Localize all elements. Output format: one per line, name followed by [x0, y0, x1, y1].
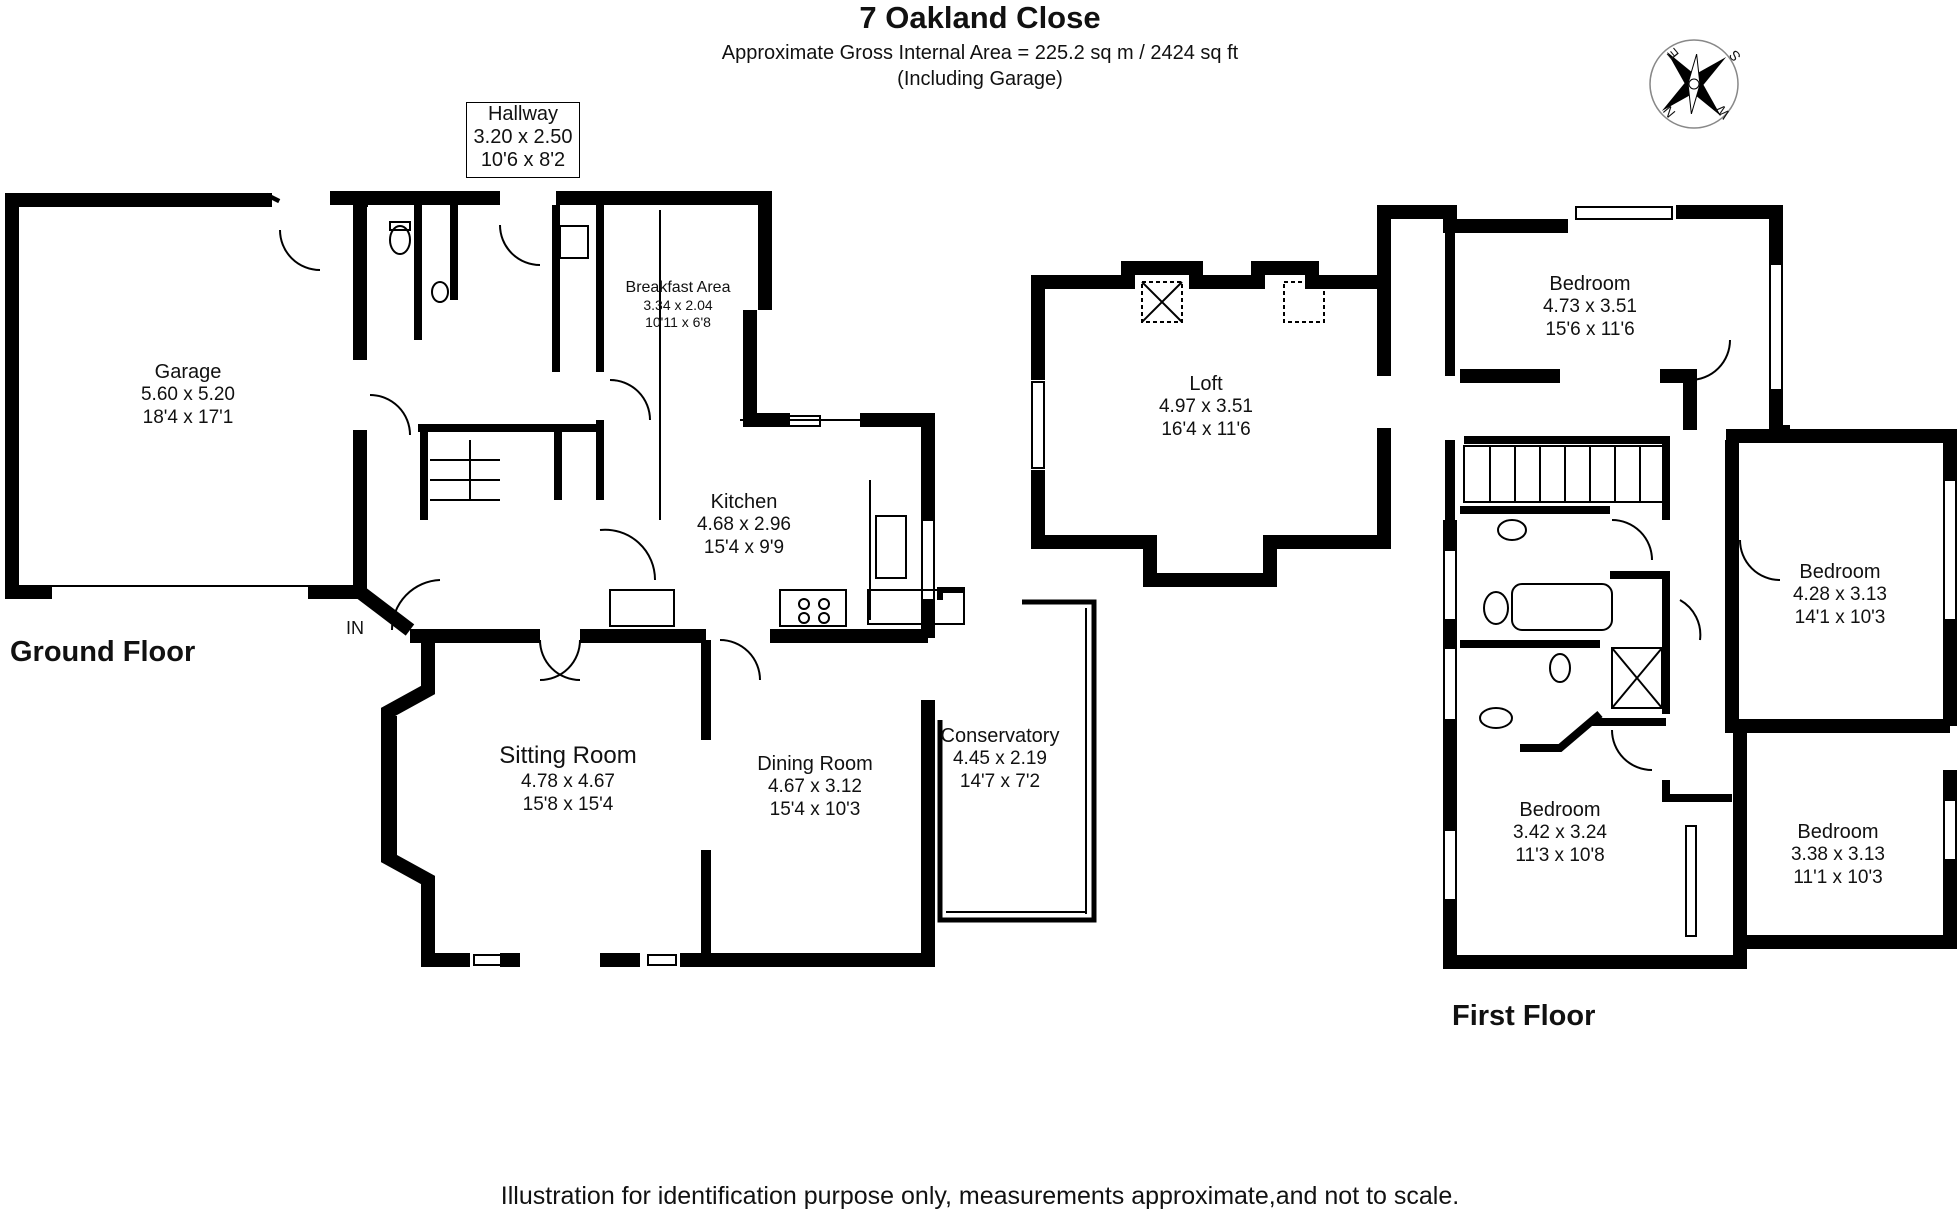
room-bedroom-3: Bedroom 3.42 x 3.24 11'3 x 10'8	[1490, 798, 1630, 868]
room-name: Kitchen	[710, 491, 778, 513]
room-loft: Loft 4.97 x 3.51 16'4 x 11'6	[1136, 372, 1276, 442]
room-name: Loft	[1189, 373, 1223, 395]
room-metric: 4.73 x 3.51	[1542, 296, 1638, 317]
room-name: Bedroom	[1549, 273, 1631, 295]
room-metric: 4.68 x 2.96	[696, 514, 792, 535]
room-name: Breakfast Area	[625, 279, 731, 296]
area-note: (Including Garage)	[897, 68, 1063, 90]
room-imperial: 15'8 x 15'4	[522, 793, 614, 815]
first-floor-thin-lines	[1031, 206, 1957, 937]
room-imperial: 15'4 x 10'3	[769, 798, 861, 820]
room-imperial: 10'11 x 6'8	[645, 313, 711, 330]
property-title: 7 Oakland Close	[859, 0, 1101, 35]
ground-floor-label: Ground Floor	[10, 636, 196, 668]
room-metric: 4.97 x 3.51	[1158, 396, 1254, 417]
room-sitting-room: Sitting Room 4.78 x 4.67 15'8 x 15'4	[478, 742, 658, 816]
room-imperial: 11'1 x 10'3	[1793, 866, 1883, 888]
room-metric: 4.45 x 2.19	[952, 748, 1048, 769]
room-name: Hallway	[487, 103, 559, 125]
room-conservatory: Conservatory 4.45 x 2.19 14'7 x 7'2	[930, 724, 1070, 794]
room-imperial: 15'6 x 11'6	[1545, 318, 1635, 340]
room-imperial: 14'1 x 10'3	[1794, 606, 1886, 628]
room-bedroom-1: Bedroom 4.73 x 3.51 15'6 x 11'6	[1520, 272, 1660, 342]
room-imperial: 14'7 x 7'2	[959, 770, 1041, 792]
first-floor-walls	[1031, 205, 1957, 969]
room-name: Bedroom	[1799, 561, 1881, 583]
room-imperial: 11'3 x 10'8	[1515, 844, 1605, 866]
entrance-label: IN	[346, 618, 364, 638]
room-bedroom-4: Bedroom 3.38 x 3.13 11'1 x 10'3	[1768, 820, 1908, 890]
room-imperial: 10'6 x 8'2	[480, 149, 566, 171]
room-name: Sitting Room	[499, 742, 637, 769]
room-name: Conservatory	[940, 725, 1060, 747]
ground-floor-walls	[5, 191, 1097, 967]
room-breakfast-area: Breakfast Area 3.34 x 2.04 10'11 x 6'8	[608, 278, 748, 331]
room-metric: 3.34 x 2.04	[643, 297, 713, 314]
gross-area-text: Approximate Gross Internal Area = 225.2 …	[721, 42, 1239, 64]
room-imperial: 18'4 x 17'1	[142, 406, 234, 428]
hallway-label: Hallway 3.20 x 2.50 10'6 x 8'2	[466, 102, 580, 178]
room-metric: 3.42 x 3.24	[1512, 822, 1608, 843]
room-name: Bedroom	[1797, 821, 1879, 843]
disclaimer: Illustration for identification purpose …	[500, 1182, 1460, 1210]
first-floor-label: First Floor	[1452, 1000, 1596, 1032]
room-metric: 4.78 x 4.67	[520, 770, 616, 792]
room-garage: Garage 5.60 x 5.20 18'4 x 17'1	[128, 360, 248, 430]
room-metric: 3.38 x 3.13	[1790, 844, 1886, 865]
room-name: Dining Room	[757, 753, 873, 775]
ground-floor-thin-lines	[12, 193, 1087, 966]
room-metric: 5.60 x 5.20	[140, 384, 236, 405]
room-name: Bedroom	[1519, 799, 1601, 821]
room-name: Garage	[154, 361, 222, 383]
room-bedroom-2: Bedroom 4.28 x 3.13 14'1 x 10'3	[1770, 560, 1910, 630]
room-imperial: 15'4 x 9'9	[703, 536, 785, 558]
compass-rose	[1649, 39, 1739, 129]
room-metric: 4.67 x 3.12	[767, 776, 863, 797]
room-kitchen: Kitchen 4.68 x 2.96 15'4 x 9'9	[674, 490, 814, 560]
room-dining-room: Dining Room 4.67 x 3.12 15'4 x 10'3	[740, 752, 890, 822]
room-imperial: 16'4 x 11'6	[1161, 418, 1251, 440]
room-metric: 3.20 x 2.50	[473, 126, 573, 148]
room-metric: 4.28 x 3.13	[1792, 584, 1888, 605]
